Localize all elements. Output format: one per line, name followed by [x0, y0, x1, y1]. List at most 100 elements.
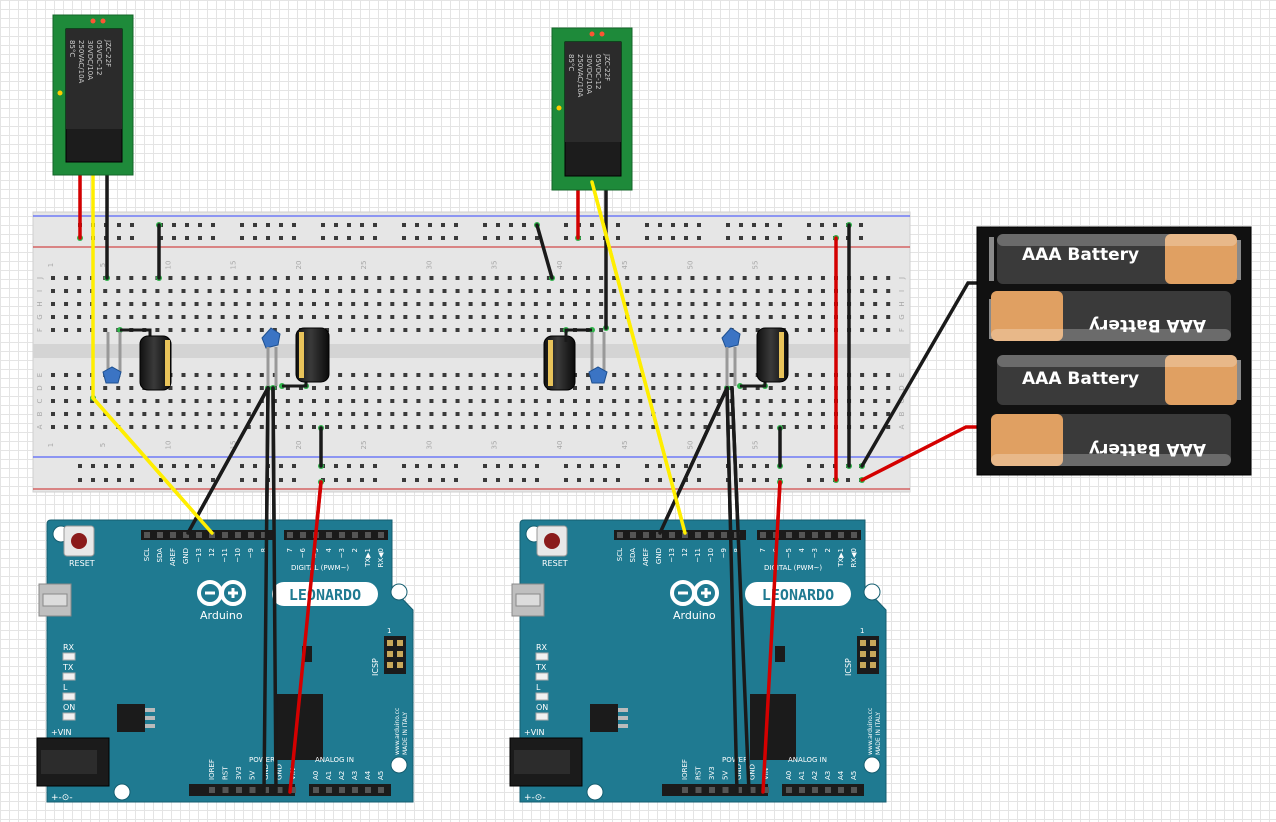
breadboard-hole: [586, 315, 591, 319]
header-pin[interactable]: [290, 787, 296, 793]
breadboard-hole: [390, 276, 395, 280]
header-pin[interactable]: [378, 787, 384, 793]
header-pin[interactable]: [222, 787, 229, 793]
breadboard-hole: [338, 373, 343, 377]
pin-label: GND: [182, 548, 190, 564]
header-pin[interactable]: [838, 532, 844, 538]
header-pin[interactable]: [799, 787, 805, 793]
header-pin[interactable]: [144, 532, 150, 538]
rail-hole: [590, 464, 594, 468]
rail-hole: [658, 223, 662, 227]
header-pin[interactable]: [326, 532, 332, 538]
header-pin[interactable]: [656, 532, 662, 538]
header-pin[interactable]: [825, 787, 831, 793]
column-number: 10: [164, 441, 172, 450]
header-pin[interactable]: [799, 532, 805, 538]
header-pin[interactable]: [249, 787, 256, 793]
header-pin[interactable]: [263, 787, 269, 793]
header-pin[interactable]: [170, 532, 176, 538]
breadboard-hole: [468, 276, 473, 280]
status-led: [535, 652, 549, 661]
rail-hole: [91, 464, 95, 468]
row-letter: E: [36, 373, 44, 377]
header-pin[interactable]: [339, 787, 345, 793]
header-pin[interactable]: [261, 532, 267, 538]
reset-button-cap[interactable]: [71, 533, 87, 549]
breadboard-hole: [64, 289, 69, 293]
header-pin[interactable]: [248, 532, 254, 538]
header-pin[interactable]: [352, 532, 358, 538]
header-pin[interactable]: [851, 532, 857, 538]
row-letter: A: [898, 424, 906, 429]
header-pin[interactable]: [812, 532, 818, 538]
breadboard-hole: [860, 425, 865, 429]
header-pin[interactable]: [786, 787, 792, 793]
header-pin[interactable]: [352, 787, 358, 793]
header-pin[interactable]: [749, 787, 756, 793]
header-pin[interactable]: [617, 532, 623, 538]
header-pin[interactable]: [709, 787, 715, 793]
header-pin[interactable]: [235, 532, 241, 538]
header-pin[interactable]: [209, 787, 215, 793]
rail-hole: [454, 464, 458, 468]
header-pin[interactable]: [851, 787, 857, 793]
header-pin[interactable]: [339, 532, 345, 538]
reset-button-cap[interactable]: [544, 533, 560, 549]
breadboard-hole: [559, 302, 564, 306]
header-pin[interactable]: [721, 532, 727, 538]
breadboard-hole: [781, 289, 786, 293]
header-pin[interactable]: [326, 787, 332, 793]
breadboard-hole: [364, 302, 369, 306]
header-pin[interactable]: [695, 787, 702, 793]
header-pin[interactable]: [763, 787, 769, 793]
breadboard-hole: [403, 373, 408, 377]
breadboard-hole: [194, 276, 199, 280]
header-pin[interactable]: [183, 532, 189, 538]
breadboard-hole: [886, 276, 891, 280]
breadboard-hole: [533, 276, 538, 280]
rail-hole: [334, 223, 338, 227]
breadboard-hole: [155, 412, 160, 416]
header-pin[interactable]: [760, 532, 766, 538]
header-pin[interactable]: [630, 532, 636, 538]
header-pin[interactable]: [157, 532, 163, 538]
header-pin[interactable]: [196, 532, 202, 538]
header-pin[interactable]: [736, 787, 742, 793]
breadboard-hole: [429, 289, 434, 293]
rail-hole: [360, 464, 364, 468]
header-pin[interactable]: [812, 787, 818, 793]
rail-hole: [535, 464, 539, 468]
header-pin[interactable]: [682, 787, 688, 793]
header-pin[interactable]: [695, 532, 701, 538]
breadboard-hole: [664, 315, 669, 319]
header-pin[interactable]: [287, 532, 293, 538]
header-pin[interactable]: [236, 787, 242, 793]
header-pin[interactable]: [669, 532, 675, 538]
header-pin[interactable]: [365, 787, 371, 793]
aaa-battery-cell: AAA Battery: [991, 414, 1231, 466]
header-pin[interactable]: [722, 787, 729, 793]
header-pin[interactable]: [209, 532, 215, 538]
header-pin[interactable]: [276, 787, 283, 793]
breadboard-hole: [807, 386, 812, 390]
status-led: [62, 652, 76, 661]
rail-hole: [292, 464, 296, 468]
header-pin[interactable]: [838, 787, 844, 793]
header-pin[interactable]: [643, 532, 649, 538]
header-pin[interactable]: [825, 532, 831, 538]
pin-label: 8: [260, 548, 268, 552]
header-pin[interactable]: [378, 532, 384, 538]
breadboard-hole: [351, 302, 356, 306]
rail-hole: [360, 478, 364, 482]
breadboard-hole: [703, 399, 708, 403]
breadboard-hole: [638, 412, 643, 416]
header-pin[interactable]: [313, 787, 319, 793]
status-led: [535, 672, 549, 681]
header-pin[interactable]: [222, 532, 228, 538]
header-pin[interactable]: [682, 532, 688, 538]
header-pin[interactable]: [786, 532, 792, 538]
header-pin[interactable]: [708, 532, 714, 538]
header-pin[interactable]: [365, 532, 371, 538]
column-number: 10: [164, 261, 172, 270]
header-pin[interactable]: [300, 532, 306, 538]
